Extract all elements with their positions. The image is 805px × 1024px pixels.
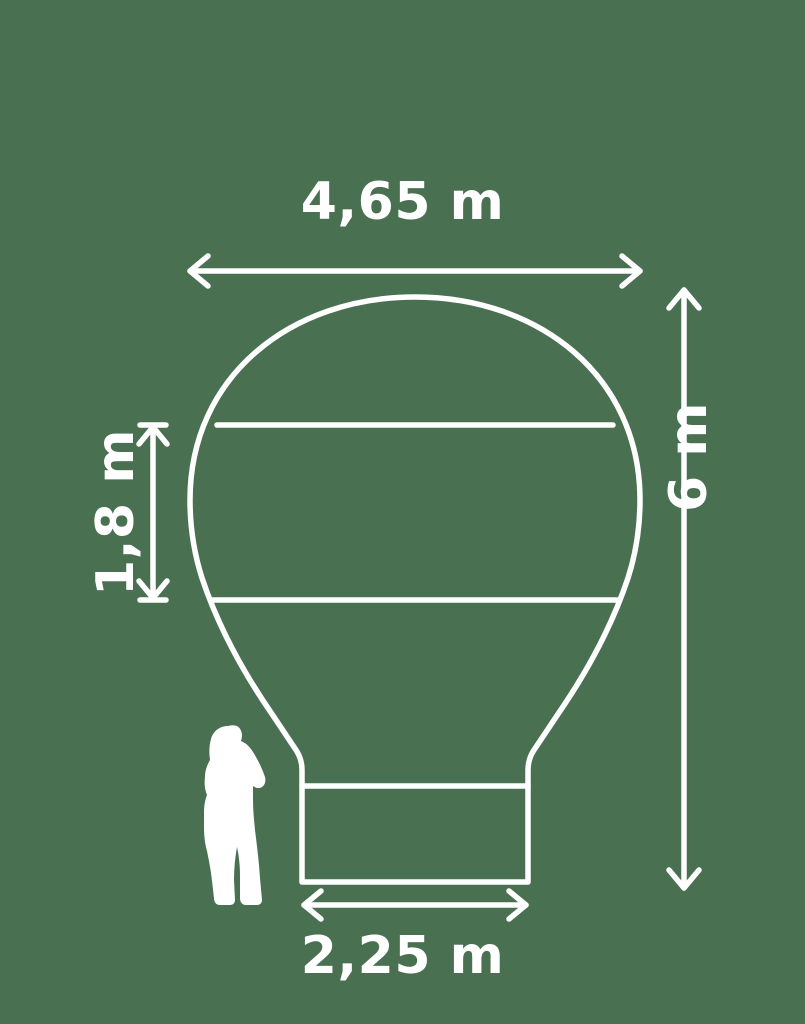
arrowhead-left-width-top: [187, 253, 211, 289]
dimension-arrow-height-right: [666, 287, 702, 891]
balloon-outline-group: [187, 294, 643, 885]
arrowhead-top-height-right: [666, 287, 702, 311]
dimension-label-band-left: 1,8 m: [86, 429, 146, 596]
arrowhead-right-width-bottom: [506, 888, 529, 922]
dimension-arrow-width-bottom: [301, 888, 529, 922]
arrowhead-left-width-bottom: [301, 888, 324, 922]
dimension-label-height-right: 6 m: [659, 402, 719, 512]
human-scale-figure: [204, 725, 266, 905]
dimension-label-width-bottom: 2,25 m: [300, 926, 505, 986]
dimension-arrow-width-top: [187, 253, 643, 289]
envelope-outline: [187, 294, 643, 789]
basket-outline: [299, 783, 531, 885]
arrowhead-bottom-height-right: [666, 867, 702, 891]
dimension-arrow-band-left: [136, 422, 170, 603]
dimension-label-width-top: 4,65 m: [300, 172, 505, 232]
arrowhead-right-width-top: [619, 253, 643, 289]
